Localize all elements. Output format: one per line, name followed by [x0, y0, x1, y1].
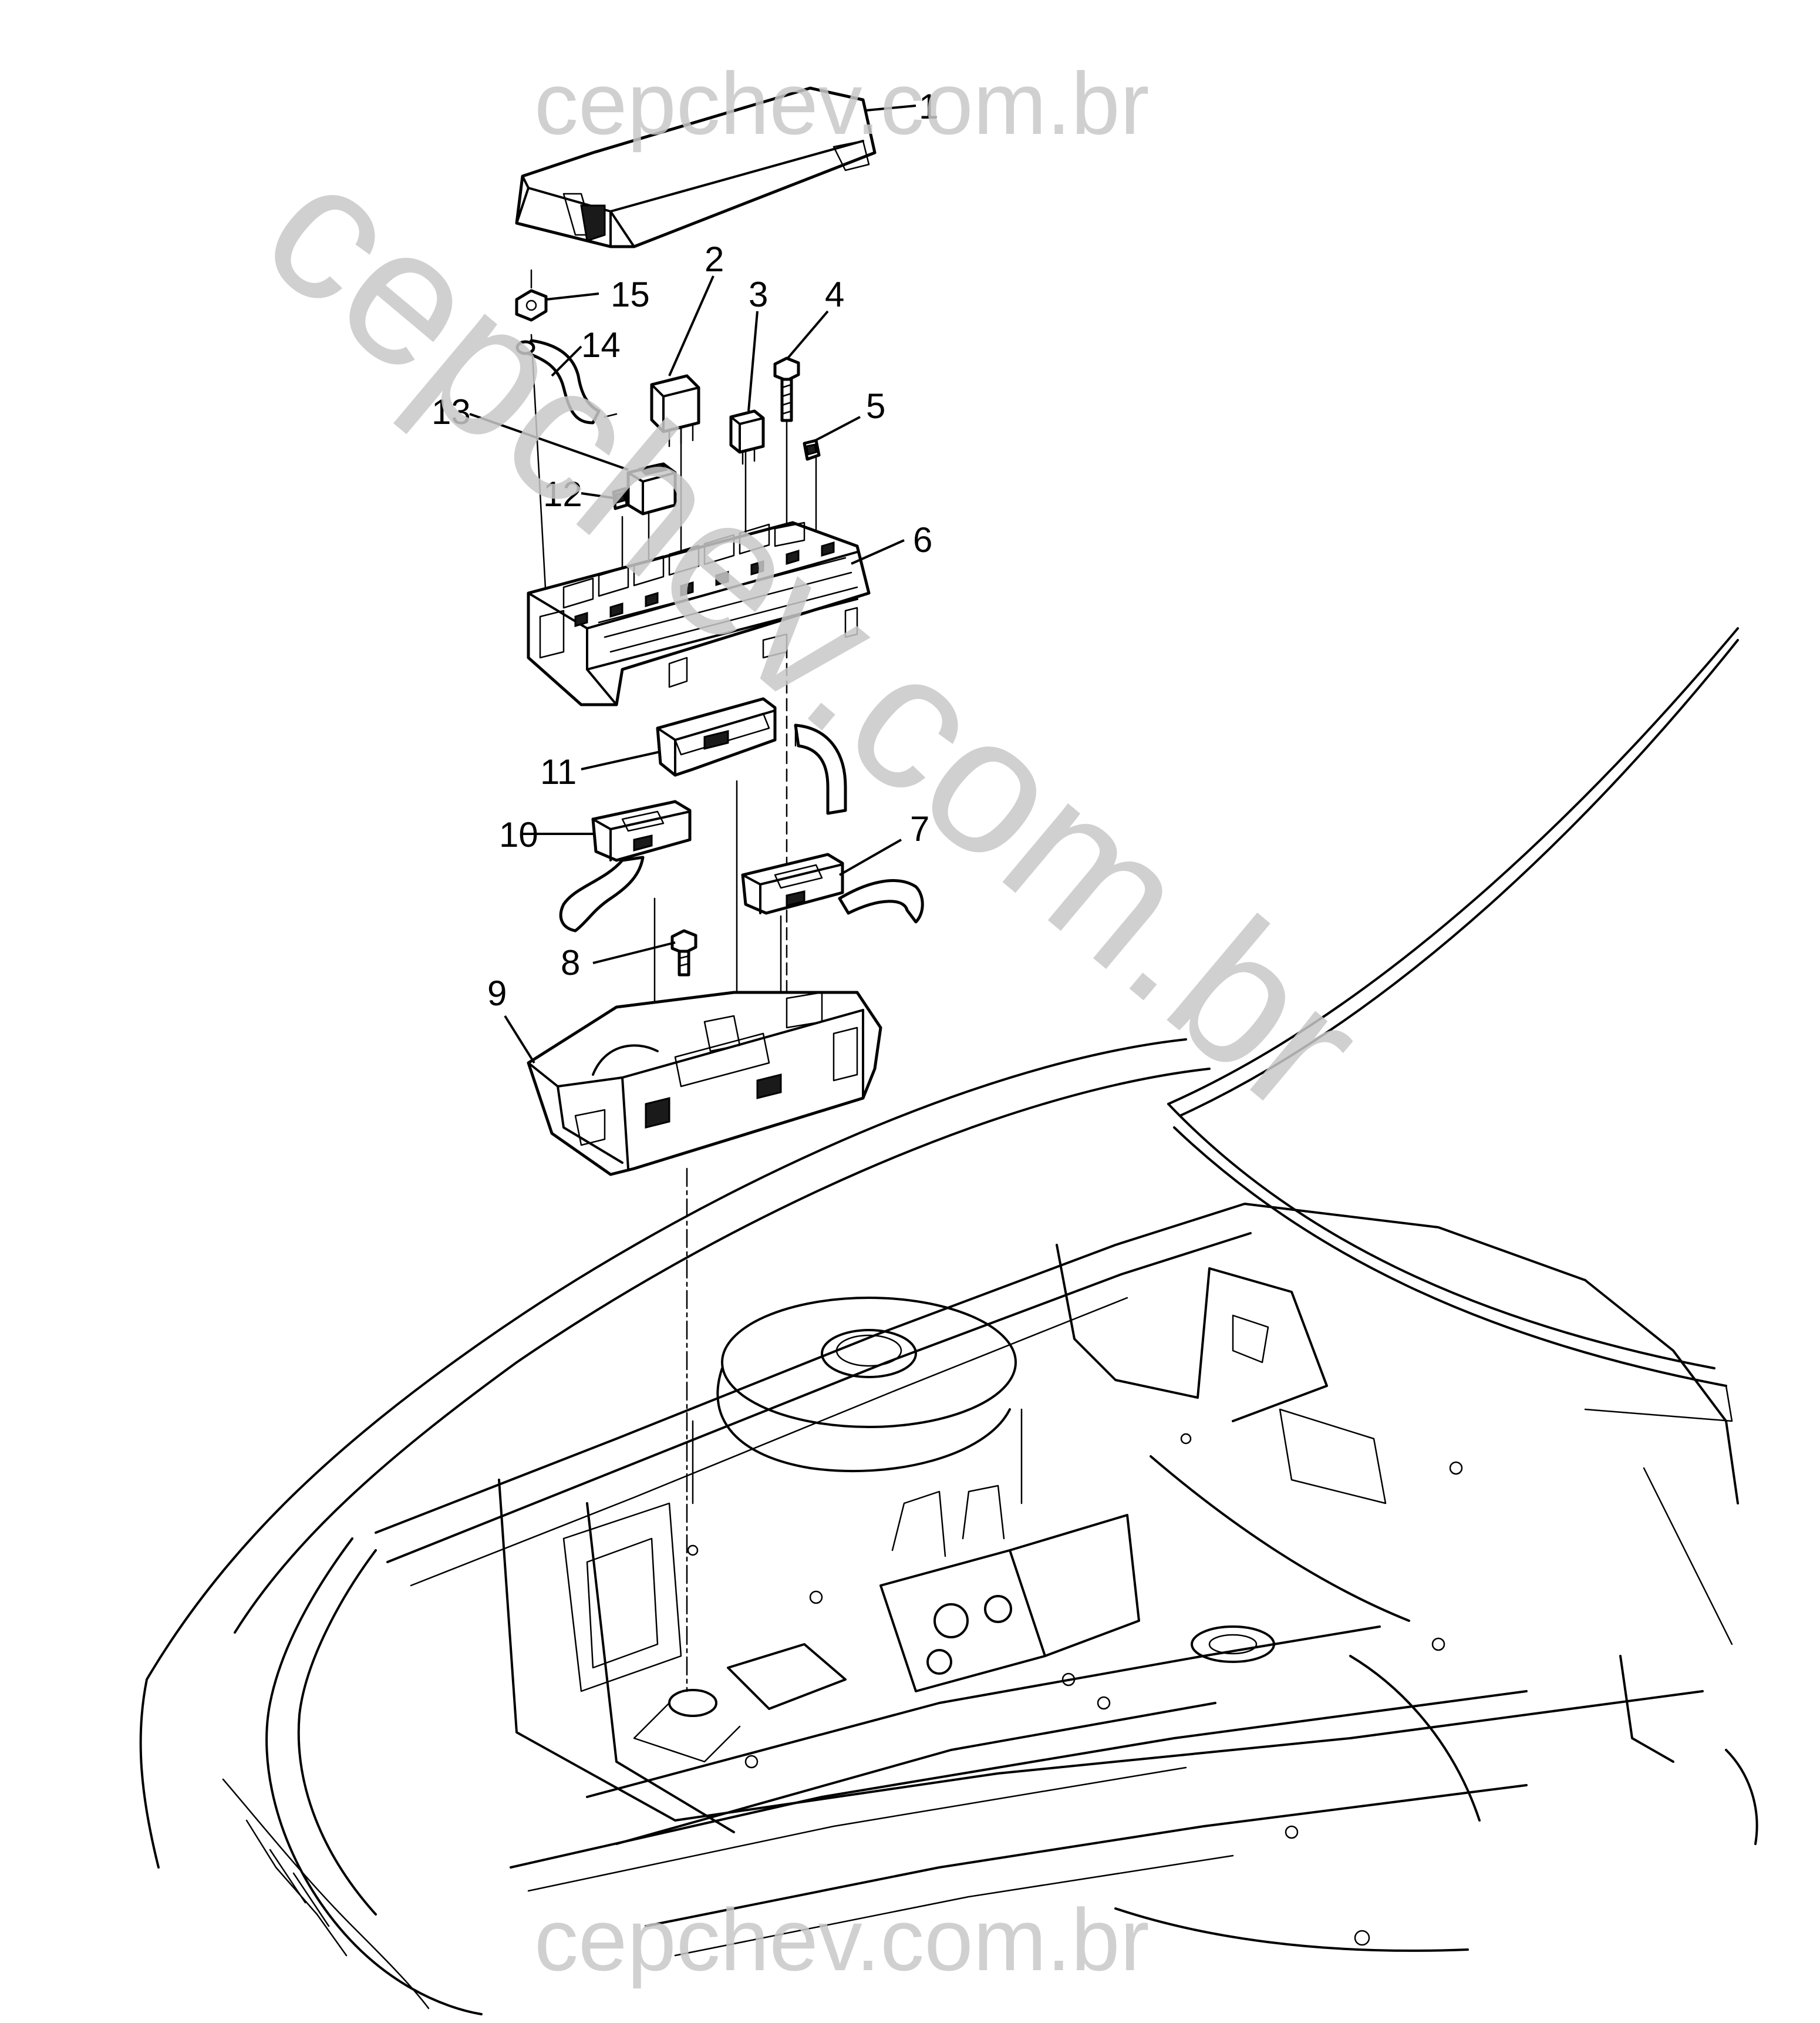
left-fender: [139, 1038, 1187, 1869]
callout-11: 11: [540, 752, 577, 792]
callout-14: 14: [581, 325, 621, 365]
frame-rail: [586, 1625, 1381, 1845]
hood-panel: [1167, 627, 1739, 1117]
bolt-8: [670, 929, 697, 977]
inner-fender-apron: [498, 1479, 1704, 1822]
callout-labels: 1 2 3 4 5 6 7 8 9 10 11 12 13 14 15: [432, 87, 938, 1013]
body-fasteners: [687, 1433, 1463, 1946]
strut-tower: [721, 1297, 1017, 1428]
watermark-top: cepchev.com.br: [534, 54, 1150, 153]
callout-2: 2: [705, 240, 724, 279]
mini-fuse-12: [612, 487, 629, 510]
leader-lines: [469, 105, 916, 1064]
engine-compartment: [139, 627, 1758, 2015]
callout-5: 5: [866, 386, 885, 426]
front-bumper: [265, 1537, 483, 2015]
mounting-grommet: [668, 1689, 717, 1717]
radiator-support: [375, 1203, 1586, 1534]
nut: [515, 269, 548, 322]
mini-fuse-5: [803, 439, 821, 461]
callout-3: 3: [749, 275, 768, 314]
callout-13: 13: [432, 392, 471, 432]
callout-15: 15: [611, 275, 650, 314]
relay-micro: [729, 409, 765, 465]
watermark-bottom: cepchev.com.br: [534, 1890, 1150, 1989]
callout-1: 1: [919, 87, 938, 126]
callout-9: 9: [487, 974, 507, 1013]
fuse-slots: [562, 521, 858, 653]
callout-7: 7: [910, 809, 929, 849]
lower-tray: [527, 991, 882, 1176]
callout-10: 10: [499, 815, 538, 854]
fuse-block: [527, 521, 871, 706]
fuse-block-cover: [515, 86, 877, 248]
relay-large: [650, 374, 700, 447]
callout-8: 8: [561, 943, 580, 982]
bolt: [773, 356, 800, 422]
callout-4: 4: [825, 275, 844, 314]
windshield-cowl: [1167, 1103, 1727, 1387]
wiring-connector-7: [741, 853, 924, 924]
wiring-connector-10: [559, 800, 692, 933]
callout-12: 12: [543, 474, 582, 514]
wiring-connector-11: [656, 697, 847, 815]
callout-6: 6: [913, 520, 932, 560]
